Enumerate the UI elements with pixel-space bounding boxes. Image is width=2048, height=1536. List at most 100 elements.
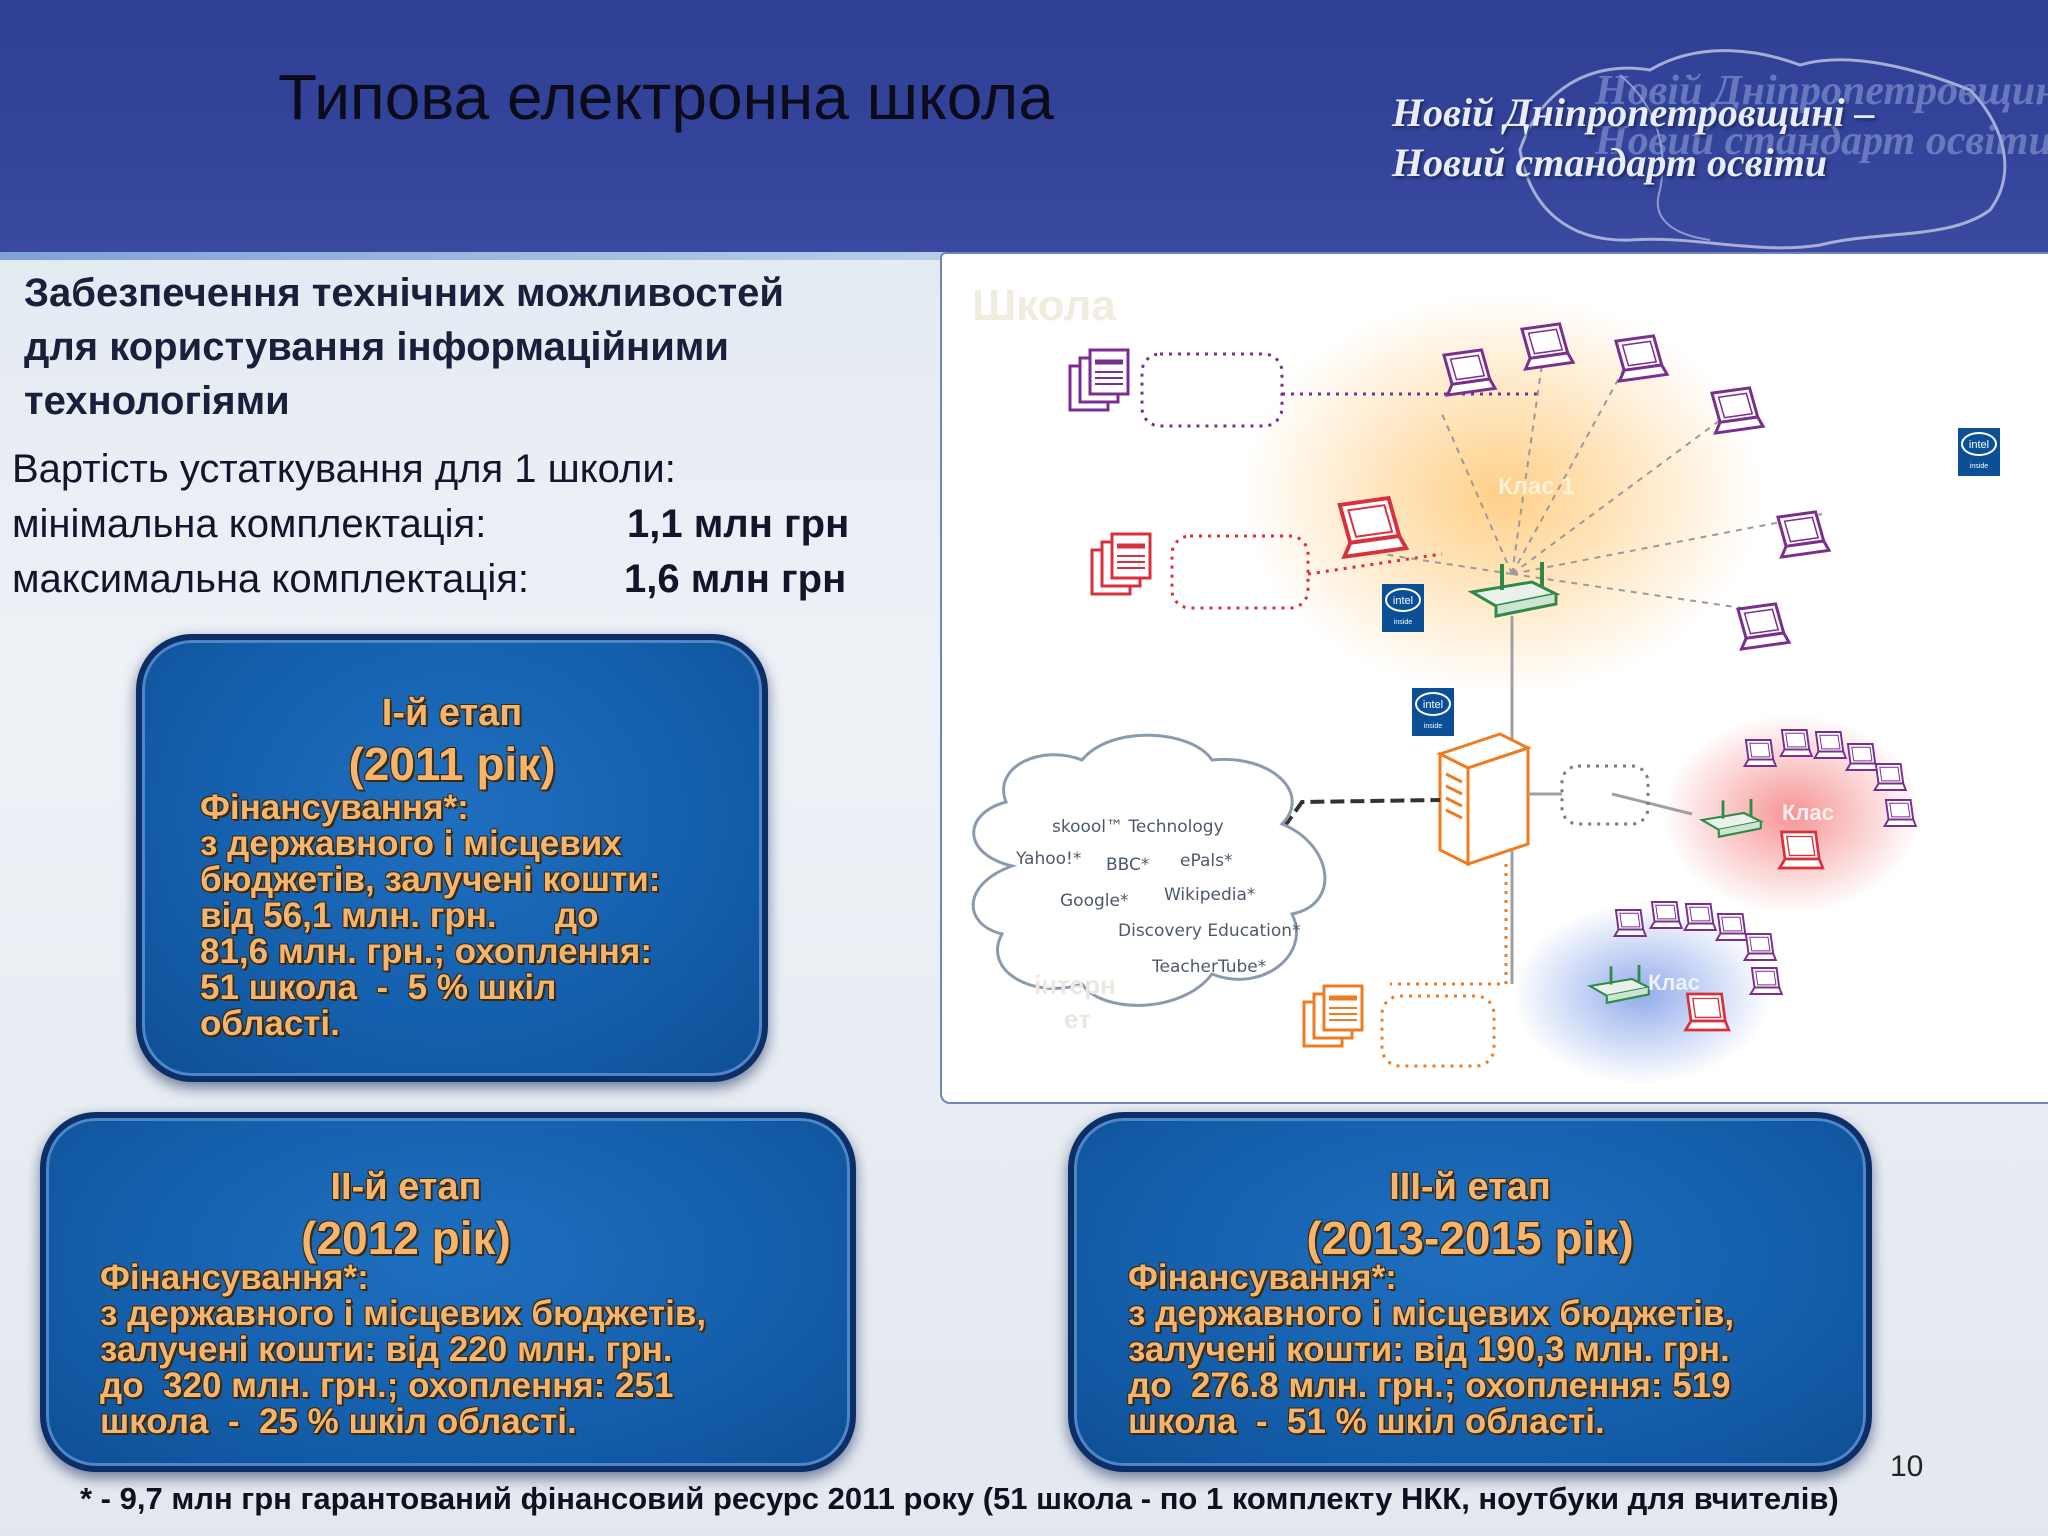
- class-2-label: Клас: [1782, 800, 1834, 825]
- server-icon: [1436, 732, 1532, 867]
- red-documents-icon: [1092, 534, 1150, 594]
- service-label: BBC*: [1106, 855, 1149, 875]
- service-label: skoool™ Technology: [1052, 817, 1224, 837]
- stage-years: (2013-2015 рік): [1306, 1212, 1634, 1264]
- stage-line: області.: [200, 1004, 340, 1043]
- min-config-row: мінімальна комплектація: 1,1 млн грн: [12, 497, 849, 552]
- intel-chip-icon: intel inside: [1958, 428, 2000, 476]
- laptop-icon: [1774, 509, 1831, 559]
- purple-dashed-box: [1140, 352, 1284, 428]
- wifi-router-icon: [1586, 965, 1653, 1005]
- wifi-router-icon: [1467, 562, 1561, 618]
- slogan-line-1: Новій Дніпропетровщині –: [1392, 90, 1875, 135]
- red-dashed-box: [1170, 534, 1310, 610]
- slogan-line-2: Новий стандарт освіти: [1392, 140, 1828, 185]
- service-label: Wikipedia*: [1164, 885, 1255, 905]
- svg-text:intel: intel: [1423, 699, 1443, 711]
- orange-documents-icon: [1304, 986, 1362, 1046]
- switch-dashed-box: [1560, 764, 1650, 826]
- service-label: Yahoo!*: [1015, 849, 1081, 869]
- school-network-diagram: Школа intel inside intel inside intel in…: [940, 252, 2048, 1104]
- wireless-links: [1381, 353, 1823, 615]
- intel-chip-icon: intel inside: [1412, 688, 1454, 736]
- laptop-icon: [1873, 763, 1907, 791]
- stage-years: (2011 рік): [348, 738, 556, 790]
- service-label: TeacherTube*: [1151, 957, 1266, 977]
- stage-line: залучені кошти: від 220 млн. грн.: [100, 1330, 673, 1369]
- svg-text:inside: inside: [1424, 723, 1442, 730]
- max-config-label: максимальна комплектація:: [12, 557, 529, 601]
- wifi-router-icon: [1698, 799, 1765, 839]
- slogan: Новій Дніпропетровщині – Новий стандарт …: [1392, 88, 1875, 188]
- class-3-label: Клас: [1648, 970, 1700, 995]
- stage-line: з державного і місцевих бюджетів,: [100, 1294, 707, 1333]
- laptop-icon: [1743, 739, 1777, 767]
- stage-line: до 276.8 млн. грн.; охоплення: 519: [1128, 1366, 1731, 1405]
- svg-text:intel: intel: [1969, 439, 1989, 451]
- stage-line: бюджетів, залучені кошти:: [200, 860, 661, 899]
- svg-text:inside: inside: [1394, 619, 1412, 626]
- svg-text:intel: intel: [1393, 595, 1413, 607]
- laptop-icon: [1813, 731, 1847, 759]
- laptop-icon: [1715, 913, 1749, 941]
- laptop-icon: [1613, 909, 1647, 937]
- stage-line: з державного і місцевих бюджетів,: [1128, 1294, 1735, 1333]
- service-label: Discovery Education*: [1118, 921, 1301, 941]
- min-config-value: 1,1 млн грн: [627, 502, 850, 546]
- stage-line: школа - 25 % шкіл області.: [100, 1402, 577, 1441]
- stage-line: 51 школа - 5 % шкіл: [200, 968, 557, 1007]
- laptop-icon: [1749, 967, 1783, 995]
- internet-label: інтерн: [1034, 970, 1116, 1000]
- service-label: ePals*: [1180, 851, 1232, 871]
- max-config-value: 1,6 млн грн: [624, 557, 847, 601]
- internet-cloud-icon: [971, 733, 1327, 1007]
- stage-line: від 56,1 млн. грн. до: [200, 896, 599, 935]
- stage-years: (2012 рік): [301, 1212, 511, 1264]
- stage-heading: ІІІ-й етап: [1389, 1166, 1551, 1208]
- stage-funding-label: Фінансування*:: [100, 1258, 369, 1297]
- stage-line: залучені кошти: від 190,3 млн. грн.: [1128, 1330, 1730, 1369]
- stage-line: до 320 млн. грн.; охоплення: 251: [100, 1366, 674, 1405]
- stage-2-card: ІІ-й етап (2012 рік) Фінансування*: з де…: [40, 1112, 856, 1472]
- school-label: Школа: [972, 281, 1116, 330]
- header-banner: [0, 0, 2048, 252]
- slogan-watermark: Новій Дніпропетровщині – Новий стандарт …: [1595, 68, 2048, 164]
- laptop-icon: [1734, 601, 1791, 651]
- laptop-icon: [1778, 830, 1825, 870]
- laptop-icon: [1683, 903, 1717, 931]
- min-config-label: мінімальна комплектація:: [12, 502, 487, 546]
- laptop-icon: [1649, 901, 1683, 929]
- region-map-outline-icon: [1518, 49, 2007, 250]
- laptop-icon: [1743, 933, 1777, 961]
- stage-line: 81,6 млн. грн.; охоплення:: [200, 932, 652, 971]
- stage-heading: І-й етап: [381, 692, 523, 734]
- stage-1-card: І-й етап (2011 рік) Фінансування*: з дер…: [136, 634, 768, 1082]
- network-diagram-svg: Школа intel inside intel inside intel in…: [971, 281, 2000, 1084]
- section-subheading: Забезпечення технічних можливостей для к…: [24, 271, 784, 423]
- stage-line: школа - 51 % шкіл області.: [1128, 1402, 1605, 1441]
- purple-documents-icon: [1070, 350, 1128, 410]
- cost-block: Вартість устаткування для 1 школи: мінім…: [12, 442, 849, 607]
- laptop-icon: [1684, 992, 1731, 1032]
- slide-title: Типова електронна школа: [278, 61, 1054, 133]
- laptop-icon: [1845, 743, 1879, 771]
- stage-3-card: ІІІ-й етап (2013-2015 рік) Фінансування*…: [1068, 1112, 1872, 1472]
- laptop-icon: [1883, 799, 1917, 827]
- page-number: 10: [1890, 1450, 1924, 1483]
- internet-label: ет: [1064, 1004, 1091, 1034]
- intel-chip-icon: intel inside: [1382, 584, 1424, 632]
- laptop-icon: [1779, 729, 1813, 757]
- max-config-row: максимальна комплектація: 1,6 млн грн: [12, 552, 846, 607]
- laptop-icon: [1708, 385, 1765, 435]
- class-1-label: Клас 1: [1498, 473, 1575, 500]
- footnote: * - 9,7 млн грн гарантований фінансовий …: [80, 1481, 1839, 1516]
- svg-text:inside: inside: [1970, 463, 1988, 470]
- stage-heading: ІІ-й етап: [330, 1166, 482, 1208]
- internet-link: [1270, 798, 1441, 846]
- stage-funding-label: Фінансування*:: [200, 788, 469, 827]
- orange-dashed-box: [1380, 994, 1496, 1068]
- stage-funding-label: Фінансування*:: [1128, 1258, 1397, 1297]
- stage-line: з державного і місцевих: [200, 824, 622, 863]
- service-label: Google*: [1060, 891, 1128, 911]
- internet-services: skoool™ Technology Yahoo!* BBC* ePals* G…: [1015, 817, 1301, 977]
